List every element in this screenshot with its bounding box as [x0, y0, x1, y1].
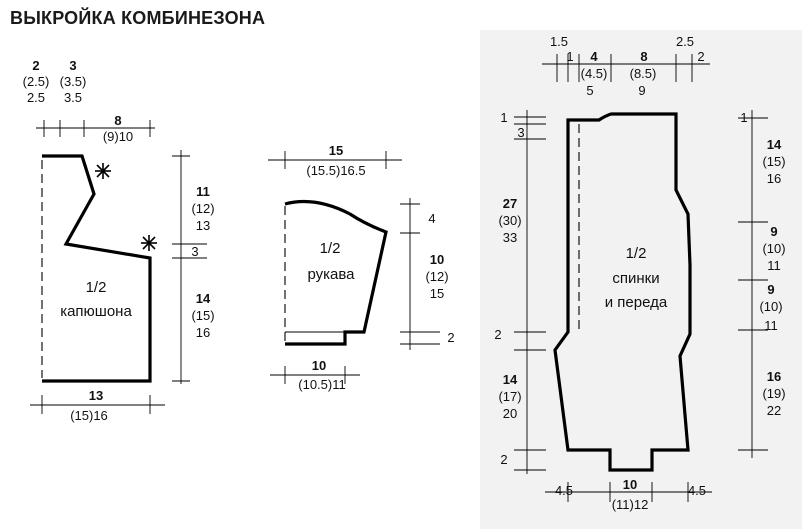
hood-top-a-1: 2 — [32, 58, 39, 73]
hood-right-lower-3: 16 — [196, 325, 210, 340]
hood-right-notch: 3 — [191, 244, 198, 259]
hood-right-dimension — [172, 150, 207, 384]
body-top-f: 2 — [697, 49, 704, 64]
body-left-main-1: 27 — [503, 196, 517, 211]
body-bottom-left: 4.5 — [555, 483, 573, 498]
hood-top-a-3: 2.5 — [27, 90, 45, 105]
body-bottom-mid-1: 10 — [623, 477, 637, 492]
body-top-c-2: (4.5) — [581, 66, 608, 81]
hood-outline — [42, 154, 152, 383]
sleeve-bottom-dimension — [270, 366, 360, 384]
body-left-dimension — [514, 110, 546, 474]
body-right-d-1: 9 — [767, 282, 774, 297]
body-right-d-3: 11 — [764, 318, 778, 333]
body-left-leg-3: 20 — [503, 406, 517, 421]
blank-area — [0, 455, 326, 529]
body-right-e-2: (19) — [762, 386, 785, 401]
page-title: ВЫКРОЙКА КОМБИНЕЗОНА — [10, 8, 266, 28]
sleeve-bottom-2: (10.5)11 — [298, 377, 345, 392]
sleeve-top-1: 15 — [329, 143, 343, 158]
body-label-line2: и переда — [605, 294, 668, 311]
hood-marker-upper — [95, 163, 111, 179]
body-label-line1: спинки — [612, 270, 659, 287]
body-top-d-2: (8.5) — [630, 66, 657, 81]
sleeve-right-main-3: 15 — [430, 286, 444, 301]
body-bottom-right: 4.5 — [688, 483, 706, 498]
body-right-dimension — [738, 110, 768, 458]
body-outline — [553, 112, 692, 472]
hood-top-width-1: 8 — [114, 113, 121, 128]
body-piece: 1.5 1 4 (4.5) 5 8 (8.5) 9 2.5 2 1 3 27 — [480, 30, 802, 529]
hood-top-b-1: 3 — [69, 58, 76, 73]
hood-bottom-2: (15)16 — [70, 408, 108, 423]
body-left-main-3: 33 — [503, 230, 517, 245]
body-right-c-1: 9 — [770, 224, 777, 239]
body-bottom-dimension — [545, 482, 712, 502]
body-top-dimension — [542, 54, 710, 82]
body-right-c-2: (10) — [762, 241, 785, 256]
sleeve-right-cap: 4 — [428, 211, 435, 226]
hood-right-upper-1: 11 — [196, 184, 210, 199]
sleeve-right-dimension — [400, 198, 440, 350]
body-left-b: 3 — [517, 125, 524, 140]
body-right-e-1: 16 — [767, 369, 781, 384]
hood-bottom-dimension — [30, 395, 165, 414]
sleeve-outline — [284, 199, 388, 346]
body-label-fraction: 1/2 — [626, 245, 647, 262]
hood-right-lower-1: 14 — [196, 291, 211, 306]
body-bottom-mid-2: (11)12 — [612, 497, 649, 512]
hood-right-lower-2: (15) — [191, 308, 214, 323]
sleeve-bottom-1: 10 — [312, 358, 326, 373]
body-top-a: 1.5 — [550, 34, 568, 49]
body-right-d-2: (10) — [759, 299, 782, 314]
body-left-leg-2: (17) — [498, 389, 521, 404]
hood-top-b-2: (3.5) — [60, 74, 87, 89]
body-left-a: 1 — [500, 110, 507, 125]
body-top-c-1: 4 — [590, 49, 598, 64]
body-left-crotch: 2 — [494, 327, 501, 342]
sleeve-right-main-1: 10 — [430, 252, 444, 267]
body-left-main-2: (30) — [498, 213, 521, 228]
body-left-leg-1: 14 — [503, 372, 518, 387]
hood-top-dimension — [36, 120, 155, 137]
hood-bottom-1: 13 — [89, 388, 103, 403]
body-right-e-3: 22 — [767, 403, 781, 418]
body-top-d-3: 9 — [638, 83, 645, 98]
hood-top-width-2: (9)10 — [103, 129, 133, 144]
sleeve-piece: 15 (15.5)16.5 4 10 (12) 15 2 10 (10.5)11… — [268, 143, 455, 392]
sleeve-label-name: рукава — [307, 266, 355, 283]
hood-piece: 2 (2.5) 2.5 3 (3.5) 3.5 8 (9)10 11 (12) … — [23, 58, 215, 423]
hood-top-b-3: 3.5 — [64, 90, 82, 105]
hood-right-upper-2: (12) — [191, 201, 214, 216]
body-right-c-3: 11 — [767, 258, 781, 273]
sleeve-top-dimension — [268, 151, 402, 169]
hood-label-name: капюшона — [60, 303, 132, 320]
hood-label-fraction: 1/2 — [86, 279, 107, 296]
body-top-c-3: 5 — [586, 83, 593, 98]
sleeve-top-2: (15.5)16.5 — [306, 163, 365, 178]
sleeve-right-cuff: 2 — [447, 330, 454, 345]
body-right-b-3: 16 — [767, 171, 781, 186]
hood-marker-lower — [141, 235, 157, 251]
body-top-b: 1 — [566, 49, 573, 64]
hood-top-a-2: (2.5) — [23, 74, 50, 89]
sleeve-right-main-2: (12) — [425, 269, 448, 284]
body-left-cuff: 2 — [500, 452, 507, 467]
body-top-e: 2.5 — [676, 34, 694, 49]
hood-right-upper-3: 13 — [196, 218, 210, 233]
body-right-b-1: 14 — [767, 137, 782, 152]
body-right-a: 1 — [740, 110, 747, 125]
body-right-b-2: (15) — [762, 154, 785, 169]
sleeve-label-fraction: 1/2 — [320, 240, 341, 257]
body-top-d-1: 8 — [640, 49, 647, 64]
